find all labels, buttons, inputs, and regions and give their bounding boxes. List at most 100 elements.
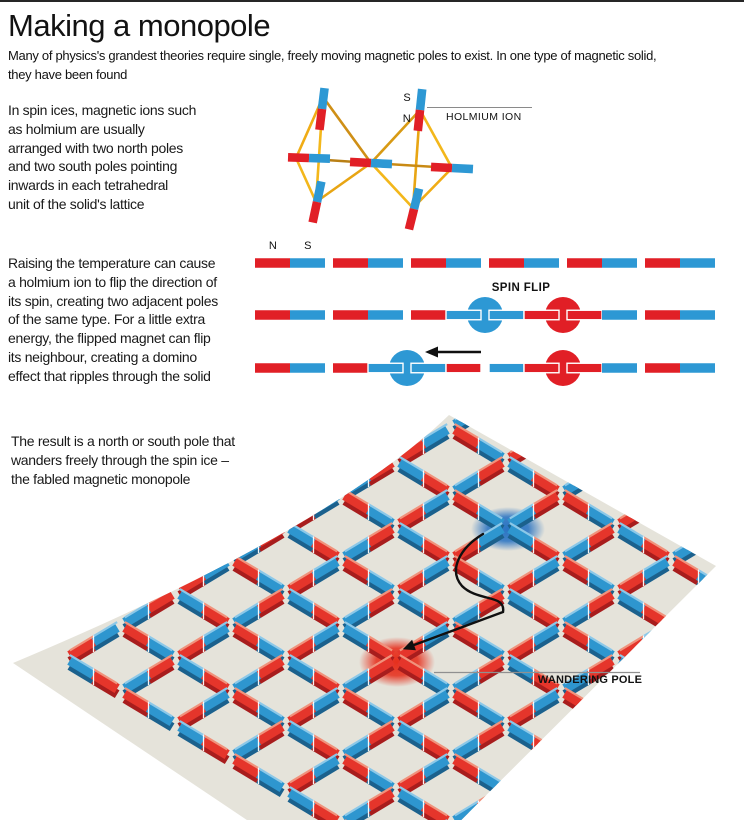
lattice-bar-magnet xyxy=(232,753,285,798)
lattice-bar-magnet xyxy=(342,687,395,732)
lattice-bar-magnet xyxy=(342,720,395,765)
lattice-bar-magnet xyxy=(342,753,395,798)
lattice-bar-magnet xyxy=(287,522,340,567)
lattice-bar-magnet xyxy=(342,654,395,699)
bar-magnet-half xyxy=(410,362,447,374)
bar-magnet-half xyxy=(290,258,325,268)
lattice-bar-magnet xyxy=(730,523,744,562)
lattice-bar-magnet xyxy=(507,456,560,501)
lattice-edge xyxy=(321,95,373,165)
lattice-bar-magnet xyxy=(672,654,716,699)
paragraph-monopole: The result is a north or south pole that… xyxy=(11,433,235,487)
spin-ice-lattice xyxy=(13,415,744,820)
lattice-bar-magnet xyxy=(452,415,505,435)
lattice-bar-magnet xyxy=(617,456,670,501)
bar-magnet-half xyxy=(445,309,482,321)
lattice-bar-magnet xyxy=(730,622,744,661)
flip-arrow-head xyxy=(425,346,438,358)
lattice-bar-magnet xyxy=(617,423,670,468)
bar-magnet-half xyxy=(333,310,368,320)
row-north-label: N xyxy=(268,240,278,252)
lattice-bar-magnet xyxy=(287,786,340,820)
bar-magnet-half xyxy=(368,258,403,268)
bar-magnet-half xyxy=(489,258,524,268)
lattice-bar-magnet xyxy=(730,490,744,529)
lattice-bar-magnet xyxy=(672,456,716,501)
lattice-bar-magnet xyxy=(397,687,450,732)
lattice-bar-magnet xyxy=(67,654,120,699)
north-pair-circle xyxy=(545,350,581,386)
magnet-row xyxy=(255,258,715,268)
lattice-edge xyxy=(314,161,373,204)
wander-arrow-head xyxy=(402,639,416,651)
bar-magnet-half xyxy=(602,258,637,268)
lattice-bar-magnet xyxy=(617,687,670,732)
bar-magnet-half xyxy=(567,258,602,268)
lattice-bar-magnet xyxy=(672,621,716,666)
lattice-bar-magnet xyxy=(452,588,505,633)
lattice-bar-magnet xyxy=(342,786,395,820)
bar-magnet-half xyxy=(602,363,637,373)
lattice-edge xyxy=(294,156,318,204)
spin-flip-label: SPIN FLIP xyxy=(491,282,551,294)
lattice-bar-magnet xyxy=(232,654,285,699)
bar-magnet-half xyxy=(290,310,325,320)
bar-magnet-half xyxy=(290,363,325,373)
lattice-bar-magnet xyxy=(452,423,505,468)
bar-magnet-half xyxy=(255,363,290,373)
ion-bar-magnet xyxy=(349,157,393,169)
magnet-rows-diagram xyxy=(255,258,715,386)
page-title: Making a monopole xyxy=(8,8,271,43)
lattice-bar-magnet xyxy=(507,522,560,567)
lattice-bar-magnet xyxy=(232,555,285,600)
ion-bar-magnet xyxy=(315,87,329,131)
tetrahedra-diagram xyxy=(287,87,532,231)
bar-magnet-half xyxy=(333,258,368,268)
lattice-bar-magnet xyxy=(397,786,450,820)
lattice-bar-magnet xyxy=(452,720,505,765)
bar-magnet-half xyxy=(645,310,680,320)
bar-magnet-half xyxy=(368,310,403,320)
bar-magnet-half xyxy=(333,363,368,373)
bar-magnet-half xyxy=(566,309,603,321)
lattice-bar-magnet xyxy=(397,753,450,798)
lattice-bar-magnet xyxy=(397,522,450,567)
magnet-row xyxy=(255,346,715,386)
south-pair-circle xyxy=(467,297,503,333)
lattice-bar-magnet xyxy=(562,456,615,501)
magnet-row xyxy=(255,297,715,333)
bar-magnet-half xyxy=(488,362,525,374)
bar-magnet-half xyxy=(645,258,680,268)
bar-magnet-half xyxy=(680,258,715,268)
lattice-bar-magnet xyxy=(730,589,744,628)
bar-magnet-half xyxy=(566,362,603,374)
lattice-bar-magnet xyxy=(617,415,670,435)
ion-bar-magnet xyxy=(430,162,474,174)
holmium-ion-label: HOLMIUM ION xyxy=(446,111,522,123)
bar-magnet-half xyxy=(367,362,404,374)
bar-magnet-half xyxy=(411,258,446,268)
lattice-bar-magnet xyxy=(122,654,175,699)
lattice-edge xyxy=(418,108,454,170)
ion-bar-magnet xyxy=(413,88,427,132)
ion-bar-magnet xyxy=(287,152,331,164)
bar-magnet-half xyxy=(255,258,290,268)
lattice-bar-magnet xyxy=(177,720,230,765)
bar-magnet-half xyxy=(411,310,446,320)
lattice-bar-magnet xyxy=(672,423,716,468)
bar-magnet-half xyxy=(446,258,481,268)
north-pair-circle xyxy=(545,297,581,333)
lattice-edge xyxy=(369,161,415,210)
bar-magnet-half xyxy=(445,362,482,374)
ion-bar-magnet xyxy=(404,187,424,231)
lattice-bar-magnet xyxy=(507,423,560,468)
lattice-bar-magnet xyxy=(287,753,340,798)
paragraph-spin-ice: In spin ices, magnetic ions such as holm… xyxy=(8,102,197,212)
lattice-bar-magnet xyxy=(562,423,615,468)
page-subtitle: Many of physics's grandest theories requ… xyxy=(8,48,657,82)
bar-magnet-half xyxy=(524,258,559,268)
lattice-bar-magnet xyxy=(507,555,560,600)
bar-magnet-half xyxy=(255,310,290,320)
